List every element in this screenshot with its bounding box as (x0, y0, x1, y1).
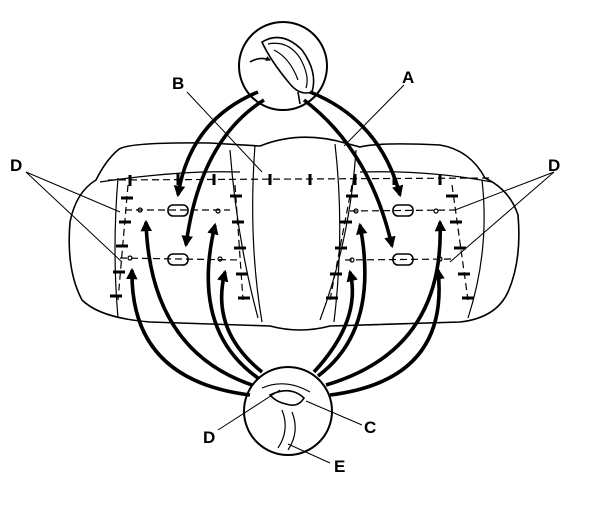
label-d-left: D (10, 156, 22, 175)
label-a: A (402, 68, 414, 87)
seat-cushion-outline (68, 136, 520, 331)
detail-circle-top (238, 21, 328, 111)
wire-clips (127, 204, 443, 266)
hog-ring-ticks (110, 174, 474, 300)
label-d-bottom: D (203, 428, 215, 447)
arrows-from-top (173, 90, 404, 249)
arrows-from-bottom (126, 219, 447, 397)
detail-circle-bottom (243, 366, 333, 456)
label-e: E (334, 457, 345, 476)
label-c: C (364, 418, 376, 437)
label-b: B (172, 74, 184, 93)
label-d-right: D (548, 156, 560, 175)
leader-lines (25, 84, 555, 464)
